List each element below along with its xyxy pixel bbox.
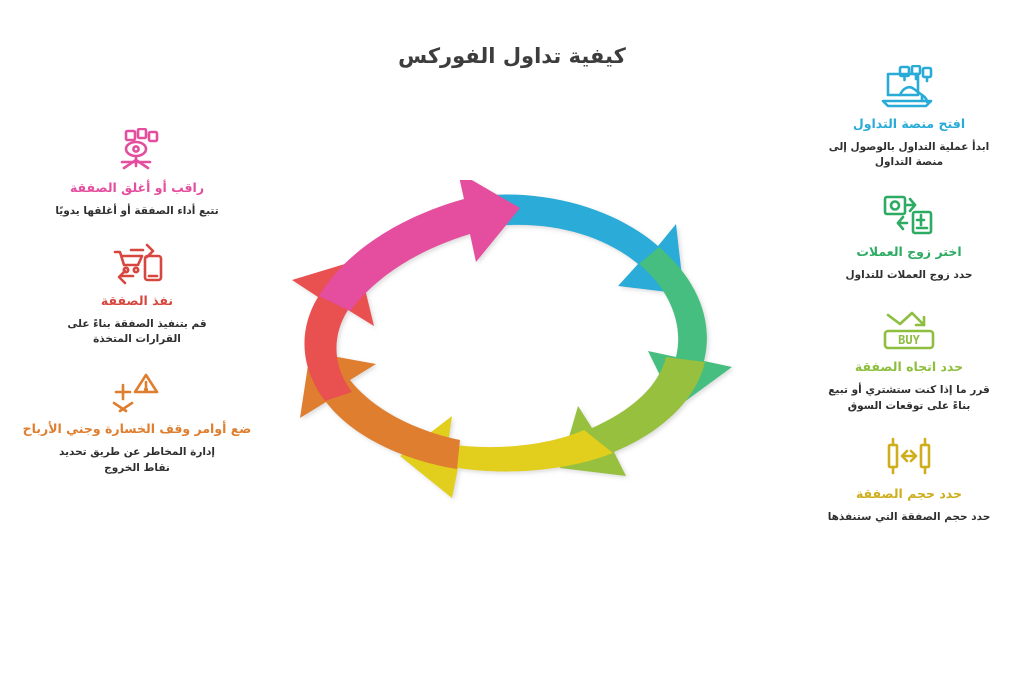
step-description: تتبع أداء الصفقة أو أغلقها يدويًا [55,204,219,217]
wheel-svg [292,180,732,498]
step-title: اختر زوج العملات [856,244,962,260]
step-title: راقب أو أغلق الصفقة [69,180,205,195]
monitor-close-trade-icon [22,128,252,174]
step-open-trading-platform[interactable]: افتح منصة التداول ابدأ عملية التداول بال… [794,64,1024,170]
step-description: قم بتنفيذ الصفقة بناءً على القرارات المت… [67,317,207,346]
execute-trade-cart-icon [22,241,252,287]
step-monitor-close-trade[interactable]: راقب أو أغلق الصفقة تتبع أداء الصفقة أو … [22,128,252,219]
laptop-trading-platform-icon [794,64,1024,110]
step-title: افتح منصة التداول [852,116,966,131]
segment-blue [465,194,684,294]
step-execute-trade[interactable]: نفذ الصفقة قم بتنفيذ الصفقة بناءً على ال… [22,241,252,347]
step-description: حدد زوج العملات للتداول [845,269,973,282]
segment-pink [319,180,520,311]
step-title: حدد اتجاه الصفقة [854,359,964,375]
stop-loss-take-profit-icon [22,369,252,415]
currency-pair-exchange-icon [794,192,1024,238]
page-title: كيفية تداول الفوركس [398,44,626,68]
trade-size-candles-icon [794,434,1024,480]
step-description: إدارة المخاطر عن طريق تحديد نقاط الخروج [59,446,215,474]
right-steps-column: افتح منصة التداول ابدأ عملية التداول بال… [794,64,1024,525]
step-description: حدد حجم الصفقة التي ستنفذها [827,510,991,523]
left-steps-column: راقب أو أغلق الصفقة تتبع أداء الصفقة أو … [22,128,252,476]
buy-direction-icon: BUY [794,307,1024,353]
step-description: ابدأ عملية التداول بالوصول إلى منصة التد… [828,140,990,169]
step-title: ضع أوامر وقف الخسارة وجني الأرباح [22,421,252,437]
cyclical-process-arrow-wheel [252,180,782,530]
step-description: قرر ما إذا كنت ستشتري أو تبيع بناءً على … [828,384,990,412]
segment-yellow [400,416,613,498]
step-trade-size[interactable]: حدد حجم الصفقة حدد حجم الصفقة التي ستنفذ… [794,434,1024,525]
step-choose-currency-pair[interactable]: اختر زوج العملات حدد زوج العملات للتداول [794,192,1024,283]
step-trade-direction[interactable]: BUY حدد اتجاه الصفقة قرر ما إذا كنت ستشت… [794,307,1024,413]
step-title: نفذ الصفقة [100,293,174,309]
step-stop-loss-take-profit[interactable]: ضع أوامر وقف الخسارة وجني الأرباح إدارة … [22,369,252,475]
segment-green [639,247,732,408]
step-title: حدد حجم الصفقة [855,485,963,501]
buy-icon-label: BUY [898,333,920,347]
